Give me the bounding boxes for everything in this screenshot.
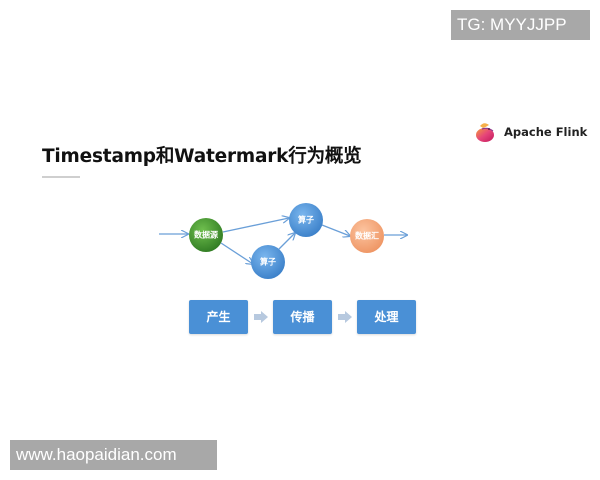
title-underline-divider: [42, 176, 80, 178]
slide-title: Timestamp和Watermark行为概览: [42, 146, 362, 167]
brand-logo-group: Apache Flink: [474, 119, 587, 145]
edge-operator-top-to-sink: [321, 224, 350, 236]
node-operator-bottom-label: 算子: [260, 257, 276, 267]
brand-name: Apache Flink: [504, 125, 588, 139]
stage-propagate-box: 传播: [273, 300, 332, 334]
node-source-circle: [189, 218, 223, 252]
node-operator-bottom-circle: [251, 245, 285, 279]
edge-operator-bottom-to-top: [278, 233, 295, 250]
watermark-url-label: www.haopaidian.com: [10, 440, 217, 470]
stage-generate-box: 产生: [189, 300, 248, 334]
node-operator-top-label: 算子: [298, 215, 314, 225]
diagram-edges: [159, 218, 407, 264]
edge-source-to-operator-top: [222, 218, 289, 233]
watermark-tg-label: TG: MYYJJPP: [451, 10, 590, 40]
stage-arrow-icon: [338, 311, 352, 323]
node-sink-label: 数据汇: [355, 231, 379, 241]
node-operator-top-circle: [289, 203, 323, 237]
stage-process-box: 处理: [357, 300, 416, 334]
edge-source-to-operator-bottom: [220, 242, 253, 264]
flink-squirrel-icon: [476, 123, 494, 142]
node-sink-circle: [350, 219, 384, 253]
stage-arrow-icon: [254, 311, 268, 323]
node-source-label: 数据源: [194, 230, 218, 240]
